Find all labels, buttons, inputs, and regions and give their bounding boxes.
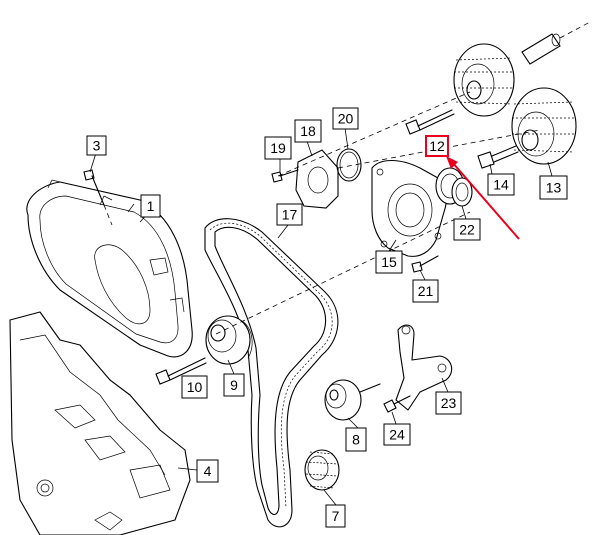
callout-label: 4 bbox=[204, 463, 212, 479]
callout-label: 22 bbox=[459, 222, 475, 238]
cam-bolt bbox=[405, 109, 455, 135]
callout-22: 22 bbox=[453, 218, 481, 241]
callout-14: 14 bbox=[487, 173, 515, 196]
callout-label: 9 bbox=[230, 377, 238, 393]
backing-plate bbox=[371, 159, 448, 257]
callout-label: 7 bbox=[332, 508, 340, 524]
callout-label: 8 bbox=[352, 432, 360, 448]
callout-9: 9 bbox=[223, 373, 245, 397]
camshaft-sprocket-13 bbox=[511, 87, 577, 165]
bolt-24 bbox=[383, 395, 411, 413]
callout-8: 8 bbox=[345, 427, 367, 452]
callout-23: 23 bbox=[435, 391, 462, 415]
callout-label: 19 bbox=[270, 140, 286, 156]
callout-label: 17 bbox=[282, 207, 298, 223]
center-lines bbox=[215, 91, 541, 335]
callout-20: 20 bbox=[332, 107, 359, 130]
timing-cover bbox=[26, 179, 193, 358]
callout-19: 19 bbox=[264, 136, 292, 160]
idler-pulley-8 bbox=[324, 379, 381, 421]
bolt-3 bbox=[83, 169, 113, 226]
bracket-23 bbox=[395, 324, 453, 411]
callout-10: 10 bbox=[181, 375, 208, 399]
callout-label: 14 bbox=[493, 177, 509, 193]
bolt-14 bbox=[477, 145, 519, 169]
callout-label: 10 bbox=[187, 379, 203, 395]
engine-block bbox=[9, 311, 191, 535]
o-ring bbox=[336, 148, 362, 182]
bolt-21 bbox=[411, 255, 439, 273]
bolt-19 bbox=[271, 169, 299, 183]
callout-7: 7 bbox=[325, 504, 346, 528]
callout-label: 15 bbox=[381, 254, 397, 270]
callout-label: 23 bbox=[441, 395, 457, 411]
shaft-pin bbox=[521, 21, 591, 65]
sensor-cover bbox=[295, 149, 339, 209]
callout-label: 20 bbox=[338, 111, 354, 127]
callout-label: 24 bbox=[389, 427, 405, 443]
callout-18: 18 bbox=[294, 119, 322, 143]
callout-label: 1 bbox=[147, 198, 155, 214]
callout-4: 4 bbox=[196, 459, 219, 483]
highlight-arrow bbox=[446, 156, 520, 240]
callout-12: 12 bbox=[425, 135, 449, 157]
callout-17: 17 bbox=[276, 203, 303, 226]
callout-1: 1 bbox=[140, 194, 161, 218]
callout-13: 13 bbox=[539, 175, 568, 200]
camshaft-sprocket-upper bbox=[453, 43, 515, 117]
callout-label: 21 bbox=[418, 283, 434, 299]
callout-label: 13 bbox=[546, 180, 562, 196]
callout-label: 18 bbox=[300, 123, 316, 139]
callout-21: 21 bbox=[412, 279, 439, 303]
callout-15: 15 bbox=[375, 250, 403, 274]
tensioner-pulley bbox=[205, 315, 253, 365]
callout-24: 24 bbox=[383, 423, 411, 446]
callout-label: 3 bbox=[93, 138, 101, 154]
callout-label: 12 bbox=[429, 138, 445, 154]
crank-sprocket bbox=[304, 449, 340, 491]
callout-3: 3 bbox=[86, 135, 107, 156]
bolt-10 bbox=[155, 357, 207, 385]
